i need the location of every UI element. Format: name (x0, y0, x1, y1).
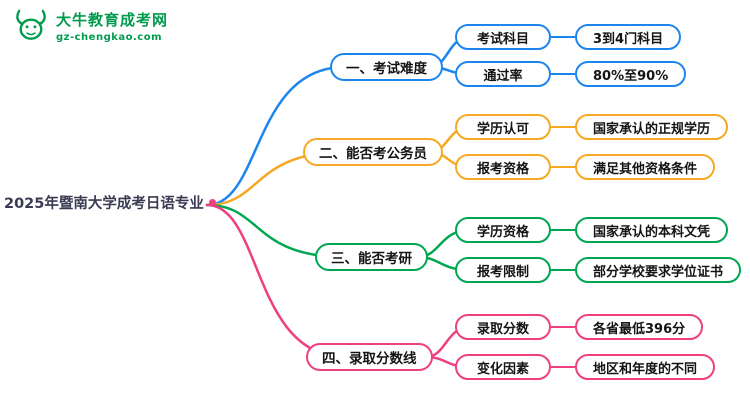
branch-label: 三、能否考研 (331, 251, 412, 267)
leaf-row: 考试科目 3到4门科目 (455, 24, 682, 50)
leaf-label-box: 报考限制 (455, 257, 551, 283)
leaf-value-box: 各省最低396分 (575, 314, 704, 340)
leaf-value-box: 满足其他资格条件 (575, 154, 716, 180)
leaf-connector (551, 268, 575, 272)
leaf-connector (551, 125, 575, 129)
leaf-label-box: 变化因素 (455, 354, 551, 380)
leaf-connector (551, 35, 575, 39)
leaf-label: 学历认可 (476, 121, 529, 137)
leaf-row: 通过率 80%至90% (455, 61, 687, 87)
leaf-value: 国家承认的本科文凭 (593, 224, 711, 240)
leaf-row: 录取分数 各省最低396分 (455, 314, 704, 340)
leaf-row: 报考资格 满足其他资格条件 (455, 154, 716, 180)
leaf-value-box: 部分学校要求学位证书 (575, 257, 742, 283)
branch-label: 一、考试难度 (346, 61, 427, 77)
branch-admission-score-line: 四、录取分数线 (306, 343, 433, 371)
branch-label: 四、录取分数线 (322, 351, 417, 367)
leaf-label: 变化因素 (476, 361, 529, 377)
leaf-label: 录取分数 (476, 321, 529, 337)
connector-root-to-branch-4 (205, 203, 347, 359)
branch-exam-difficulty: 一、考试难度 (330, 53, 443, 81)
leaf-label-box: 学历认可 (455, 114, 551, 140)
bull-logo-icon (16, 9, 46, 40)
leaf-label-box: 学历资格 (455, 217, 551, 243)
leaf-label: 考试科目 (476, 31, 529, 47)
leaf-connector (551, 365, 575, 369)
connector-root-to-branch-1 (205, 65, 347, 207)
root-node-dot (208, 199, 216, 206)
branch-postgrad-eligibility: 三、能否考研 (315, 243, 428, 271)
leaf-label: 报考限制 (476, 264, 529, 280)
branch-civil-service-eligibility: 二、能否考公务员 (303, 138, 443, 166)
leaf-value: 80%至90% (593, 68, 669, 84)
leaf-value: 地区和年度的不同 (593, 361, 698, 377)
leaf-connector (551, 228, 575, 232)
leaf-label: 报考资格 (476, 161, 529, 177)
leaf-connector (551, 165, 575, 169)
leaf-row: 学历认可 国家承认的正规学历 (455, 114, 729, 140)
leaf-value: 部分学校要求学位证书 (593, 264, 724, 280)
leaf-label-box: 考试科目 (455, 24, 551, 50)
leaf-connector (551, 325, 575, 329)
logo-text: 大牛教育成考网 gz-chengkao.com (56, 9, 168, 43)
leaf-row: 变化因素 地区和年度的不同 (455, 354, 716, 380)
leaf-label: 通过率 (483, 68, 523, 84)
leaf-row: 报考限制 部分学校要求学位证书 (455, 257, 742, 283)
leaf-value-box: 3到4门科目 (575, 24, 682, 50)
leaf-value: 国家承认的正规学历 (593, 121, 711, 137)
logo-brand-text: 大牛教育成考网 (56, 11, 169, 29)
leaf-value: 满足其他资格条件 (593, 161, 698, 177)
leaf-value-box: 国家承认的正规学历 (575, 114, 729, 140)
site-logo[interactable]: 大牛教育成考网 gz-chengkao.com (12, 7, 168, 45)
leaf-value: 各省最低396分 (593, 321, 686, 337)
leaf-connector (551, 72, 575, 76)
leaf-label-box: 通过率 (455, 61, 551, 87)
leaf-value-box: 地区和年度的不同 (575, 354, 716, 380)
logo-domain-text: gz-chengkao.com (56, 32, 163, 43)
branch-label: 二、能否考公务员 (319, 146, 427, 162)
root-node: 2025年暨南大学成考日语专业 (4, 192, 216, 213)
leaf-label: 学历资格 (476, 224, 529, 240)
leaf-value: 3到4门科目 (593, 31, 664, 47)
root-node-label: 2025年暨南大学成考日语专业 (4, 196, 204, 212)
leaf-value-box: 国家承认的本科文凭 (575, 217, 729, 243)
leaf-label-box: 录取分数 (455, 314, 551, 340)
leaf-row: 学历资格 国家承认的本科文凭 (455, 217, 729, 243)
leaf-value-box: 80%至90% (575, 61, 687, 87)
leaf-label-box: 报考资格 (455, 154, 551, 180)
